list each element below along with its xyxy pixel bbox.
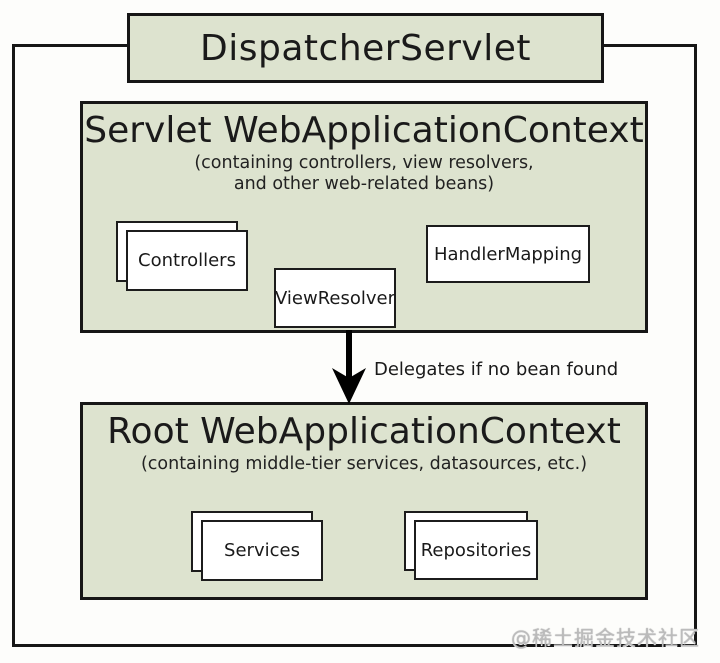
dispatcher-servlet-box: DispatcherServlet [127, 13, 604, 83]
services-label: Services [224, 540, 300, 561]
root-webapplicationcontext-box: Root WebApplicationContext (containing m… [80, 402, 648, 600]
down-arrow-icon [329, 330, 369, 406]
watermark: @稀土掘金技术社区 [511, 626, 700, 650]
repositories-box: Repositories [414, 520, 538, 580]
servlet-webapplicationcontext-box: Servlet WebApplicationContext (containin… [80, 101, 648, 333]
handlermapping-label: HandlerMapping [433, 243, 583, 265]
controllers-box: Controllers [126, 230, 248, 291]
services-box: Services [201, 520, 323, 581]
handlermapping-box: HandlerMapping [426, 225, 590, 283]
controllers-label: Controllers [138, 250, 236, 271]
viewresolver-box: ViewResolver [274, 268, 396, 328]
root-context-subtitle: (containing middle-tier services, dataso… [140, 454, 588, 474]
servlet-context-subtitle-line1: (containing controllers, view resolvers, [194, 153, 534, 173]
delegates-annotation: Delegates if no bean found [374, 359, 619, 380]
root-context-heading: Root WebApplicationContext [107, 411, 621, 452]
servlet-context-subtitle-line2: and other web-related beans) [233, 174, 495, 194]
repositories-label: Repositories [420, 539, 532, 561]
viewresolver-label: ViewResolver [275, 287, 396, 309]
dispatcher-servlet-label: DispatcherServlet [200, 27, 531, 69]
servlet-context-heading: Servlet WebApplicationContext [84, 110, 644, 151]
